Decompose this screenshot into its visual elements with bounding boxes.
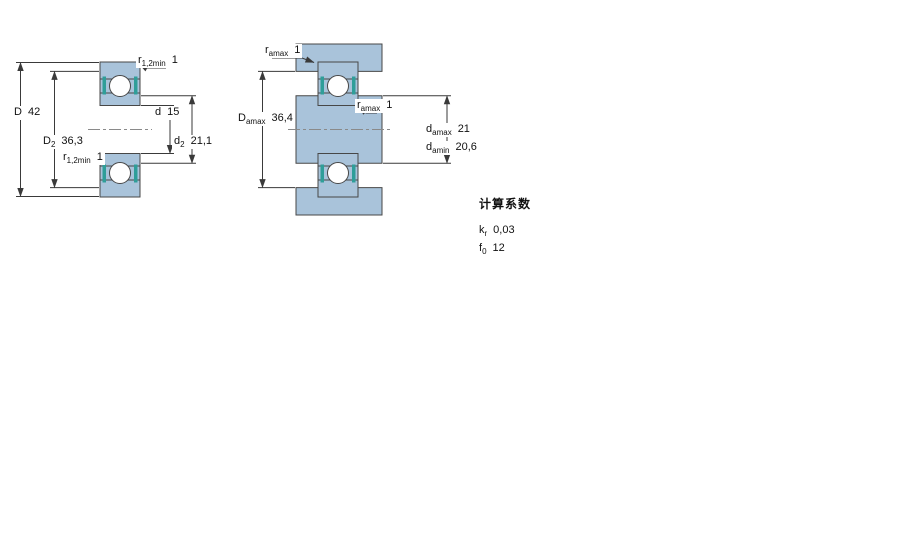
seal-left: [102, 76, 106, 95]
bearing-section-right-bottom: [317, 153, 359, 198]
factor-f0: f0 12: [479, 239, 531, 257]
factor-subscript: 0: [482, 247, 487, 257]
dim-symbol: r: [63, 151, 67, 163]
factor-value: 0,03: [493, 224, 515, 236]
bearing-section-right-top: [317, 61, 359, 106]
factor-symbol: f: [479, 242, 483, 254]
dim-symbol: D: [238, 112, 246, 124]
dim-label-D: D 42: [12, 106, 43, 121]
dim-subscript: amax: [268, 49, 289, 59]
factor-kr: kr 0,03: [479, 221, 531, 239]
dim-label-d2: d2 21,1: [172, 135, 214, 150]
dim-subscript: amax: [432, 128, 452, 138]
dim-label-D2: D2 36,3: [41, 135, 85, 150]
dim-subscript: amin: [432, 146, 450, 156]
dim-label-r12min-bottom: r1,2min 1: [61, 151, 105, 166]
dim-label-Damax: Damax 36,4: [236, 112, 295, 127]
dim-symbol: d: [426, 141, 433, 153]
dim-label-r12min-top: r1,2min 1: [136, 54, 180, 69]
dim-symbol: d: [426, 123, 433, 135]
dim-value: 36,3: [61, 135, 83, 147]
dim-symbol: r: [357, 99, 361, 111]
dim-subscript: amax: [360, 104, 381, 114]
dim-subscript: 1,2min: [66, 156, 91, 166]
dim-value: 1: [96, 151, 103, 163]
ball: [109, 75, 131, 97]
dim-value: 1: [386, 99, 393, 111]
dim-value: 21: [457, 123, 470, 135]
dim-value: 42: [27, 106, 41, 118]
dim-subscript: 2: [50, 140, 56, 150]
dimension-lines: [16, 56, 451, 197]
dim-value: 1: [171, 54, 178, 66]
seal-right: [134, 76, 138, 95]
dim-symbol: r: [138, 54, 142, 66]
dim-symbol: d: [155, 106, 162, 118]
dim-subscript: 1,2min: [141, 59, 166, 69]
calculation-factors: 计算系数 kr 0,03 f0 12: [479, 195, 531, 257]
calculation-factors-title: 计算系数: [479, 197, 532, 211]
dim-value: 21,1: [190, 135, 212, 147]
dim-symbol: d: [174, 135, 181, 147]
factor-value: 12: [492, 242, 505, 254]
dim-symbol: D: [14, 106, 22, 118]
dim-value: 1: [294, 44, 301, 56]
bearing-section: [99, 61, 141, 106]
factor-symbol: k: [479, 224, 485, 236]
factor-subscript: r: [484, 229, 488, 239]
dim-value: 15: [167, 106, 180, 118]
bearing-section-left-bottom: [99, 153, 141, 198]
dim-symbol: r: [265, 44, 269, 56]
dim-label-ramax-mid: ramax 1: [355, 99, 395, 114]
dim-label-damax: damax 21: [424, 123, 472, 138]
dim-symbol: D: [43, 135, 51, 147]
dim-subscript: amax: [245, 117, 266, 127]
dim-label-damin: damin 20,6: [424, 141, 479, 156]
dim-label-d: d 15: [153, 106, 182, 121]
dim-label-ramax-top: ramax 1: [263, 44, 303, 59]
dim-value: 36,4: [271, 112, 293, 124]
dim-value: 20,6: [455, 141, 477, 153]
dim-subscript: 2: [180, 140, 185, 150]
